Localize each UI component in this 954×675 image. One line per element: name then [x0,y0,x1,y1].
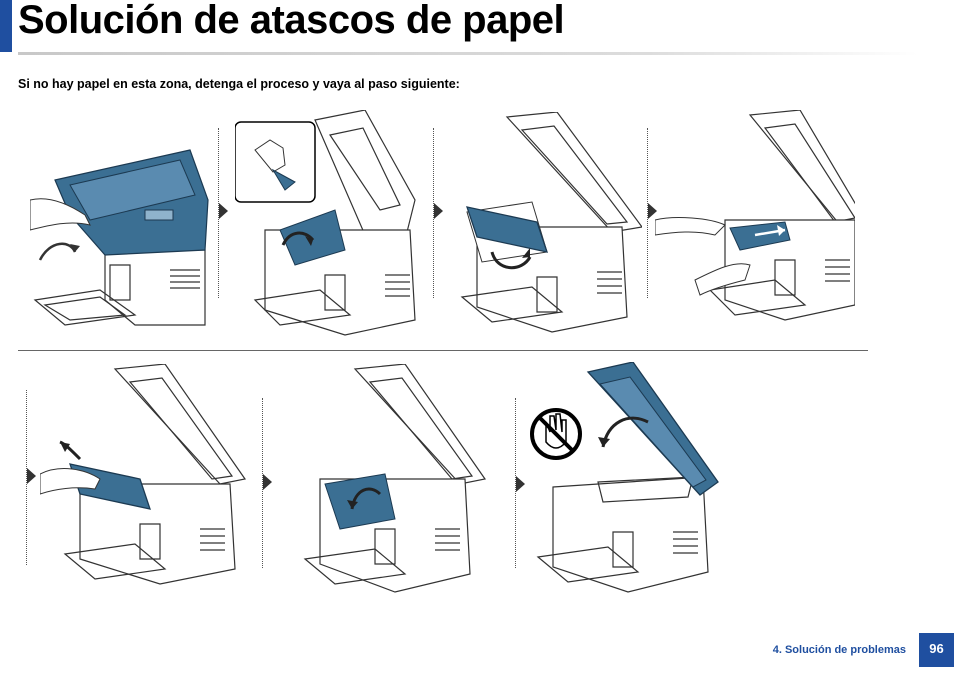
step-2-illustration [235,110,425,340]
step-5-illustration [40,364,250,594]
triangle-right-icon [516,476,525,492]
title-accent-bar [0,0,12,52]
triangle-right-icon [434,203,443,219]
triangle-right-icon [27,468,36,484]
step-6-illustration [300,364,490,604]
footer-section-label: 4. Solución de problemas [772,644,906,656]
page-number: 96 [919,633,954,667]
step-7-illustration [528,362,723,602]
title-underline [18,52,918,55]
row-divider [18,350,868,351]
step-separator [218,128,219,298]
step-separator [433,128,434,298]
triangle-right-icon [648,203,657,219]
step-3-illustration [452,112,642,337]
step-4-illustration [655,110,855,325]
instruction-text: Si no hay papel en esta zona, detenga el… [18,77,460,91]
page-title: Solución de atascos de papel [18,0,565,42]
triangle-right-icon [263,474,272,490]
step-1-illustration [30,140,210,335]
step-separator [26,390,27,565]
step-separator [647,128,648,298]
step-separator [262,398,263,568]
triangle-right-icon [219,203,228,219]
step-separator [515,398,516,568]
